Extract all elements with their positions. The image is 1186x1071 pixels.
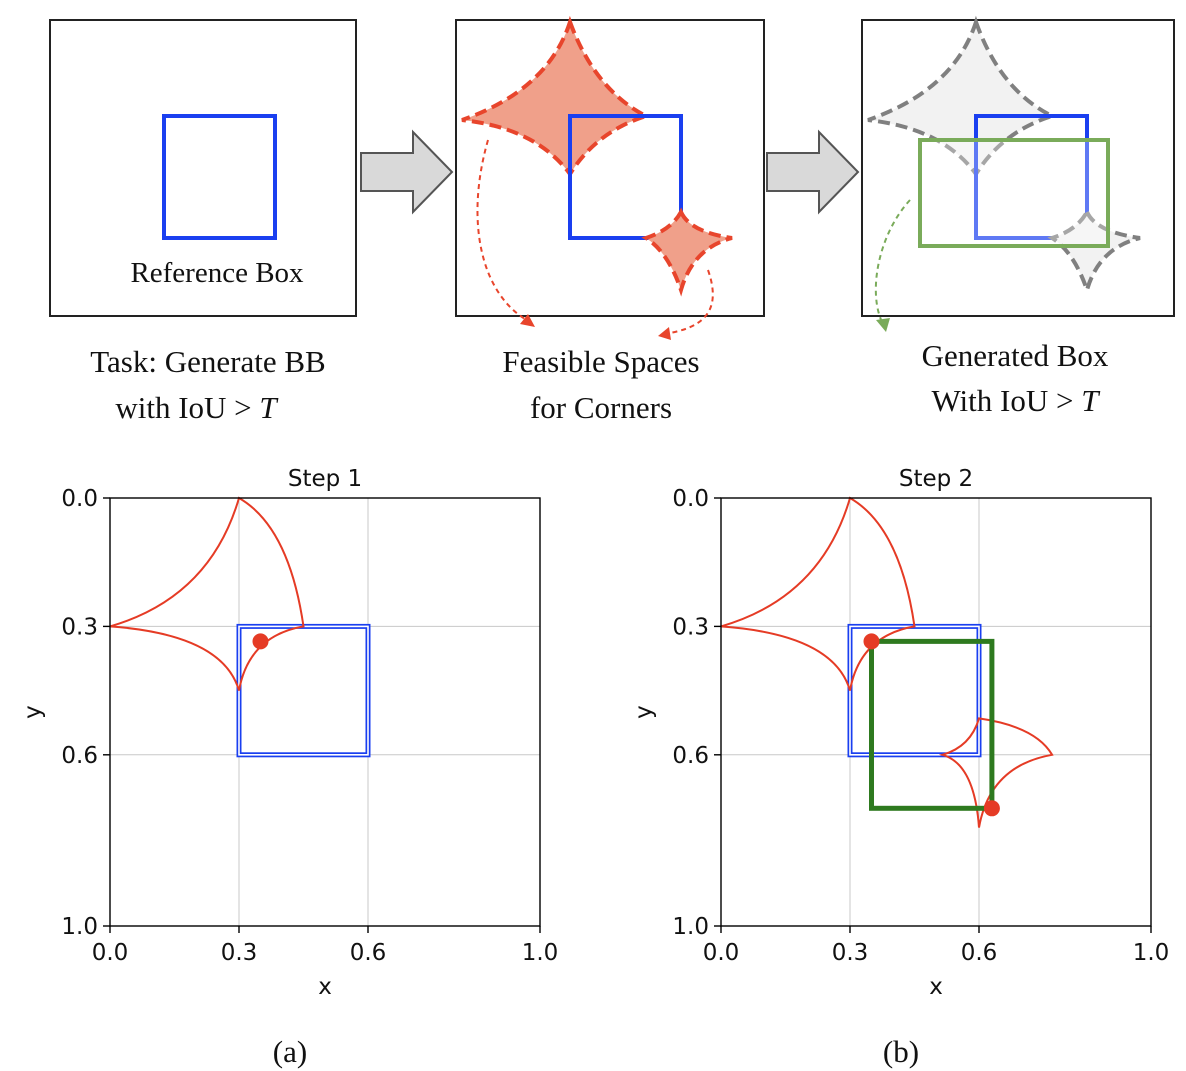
ghost-region-bottom-right (1047, 207, 1141, 297)
panel2-caption-line1: Feasible Spaces (502, 344, 699, 379)
panel-reference-box: Reference Box (49, 19, 357, 317)
x-tick-label: 1.0 (522, 940, 559, 966)
sampled-corner-point (252, 633, 269, 650)
y-tick-label: 0.6 (61, 743, 98, 769)
y-axis-label: y (631, 705, 657, 719)
panel1-caption-line1: Task: Generate BB (90, 344, 325, 379)
reference-box-3 (974, 114, 1089, 240)
feasible-arrow-left-head (520, 314, 535, 327)
y-tick-label: 0.3 (672, 614, 709, 640)
y-tick-label: 0.0 (61, 486, 98, 512)
feasible-arrow-left (476, 139, 531, 323)
reference-box-2 (568, 114, 683, 240)
panel-label: (b) (883, 1034, 919, 1069)
panel2-frame (455, 19, 765, 317)
panel3-frame (861, 19, 1175, 317)
y-tick-label: 0.0 (672, 486, 709, 512)
panel3-caption-line2: With IoU > T (932, 383, 1102, 418)
panel-label: (a) (273, 1034, 307, 1069)
axes-frame (109, 497, 541, 927)
x-axis-label: x (318, 974, 332, 1000)
feasible-region-bottom-right (641, 207, 733, 297)
sampled-corner-point (863, 633, 880, 650)
panel1-frame (49, 19, 357, 317)
panel1-caption-line2: with IoU > T (115, 390, 279, 425)
feasible-region-bottom-right (938, 717, 1054, 828)
y-tick-label: 0.6 (672, 743, 709, 769)
generated-box (869, 638, 995, 811)
plot-title: Step 2 (899, 466, 973, 492)
panel3-caption-line1: Generated Box (922, 338, 1109, 373)
feasible-region-top-left (720, 496, 916, 691)
plot-step-1: 0.0 0.0 0.3 0.3 0.6 0.6 1.0 1.0 Step 1 x y (a) (20, 466, 558, 1069)
x-tick-label: 1.0 (1133, 940, 1170, 966)
generated-arrow (874, 199, 911, 323)
axes-frame (720, 497, 1152, 927)
x-tick-label: 0.3 (832, 940, 869, 966)
feasible-arrow-right (663, 269, 714, 335)
y-tick-label: 1.0 (61, 914, 98, 940)
sampled-corner-point (983, 800, 1000, 817)
x-tick-label: 0.6 (350, 940, 387, 966)
y-tick-label: 0.3 (61, 614, 98, 640)
panel-generated-box (861, 15, 1175, 332)
x-tick-label: 0.3 (221, 940, 258, 966)
generated-arrow-head (876, 318, 890, 332)
x-tick-label: 0.0 (92, 940, 129, 966)
plot-title: Step 1 (288, 466, 362, 492)
reference-box (162, 114, 277, 240)
panel-feasible-spaces (455, 15, 765, 340)
x-axis-label: x (929, 974, 943, 1000)
panel2-caption-line2: for Corners (530, 390, 672, 425)
generated-box (918, 138, 1110, 248)
feasible-arrow-right-head (658, 327, 671, 340)
y-tick-label: 1.0 (672, 914, 709, 940)
x-tick-label: 0.6 (961, 940, 998, 966)
feasible-region-top-left (461, 15, 652, 178)
flow-arrow-2 (766, 129, 860, 215)
reference-box-label: Reference Box (130, 257, 304, 289)
feasible-region-top-left (109, 496, 305, 691)
y-axis-label: y (20, 705, 46, 719)
x-tick-label: 0.0 (703, 940, 740, 966)
flow-arrow-1 (360, 129, 454, 215)
ghost-region-top-left (867, 15, 1058, 178)
plot-step-2: 0.0 0.0 0.3 0.3 0.6 0.6 1.0 1.0 Step 2 x y (b) (631, 466, 1169, 1069)
